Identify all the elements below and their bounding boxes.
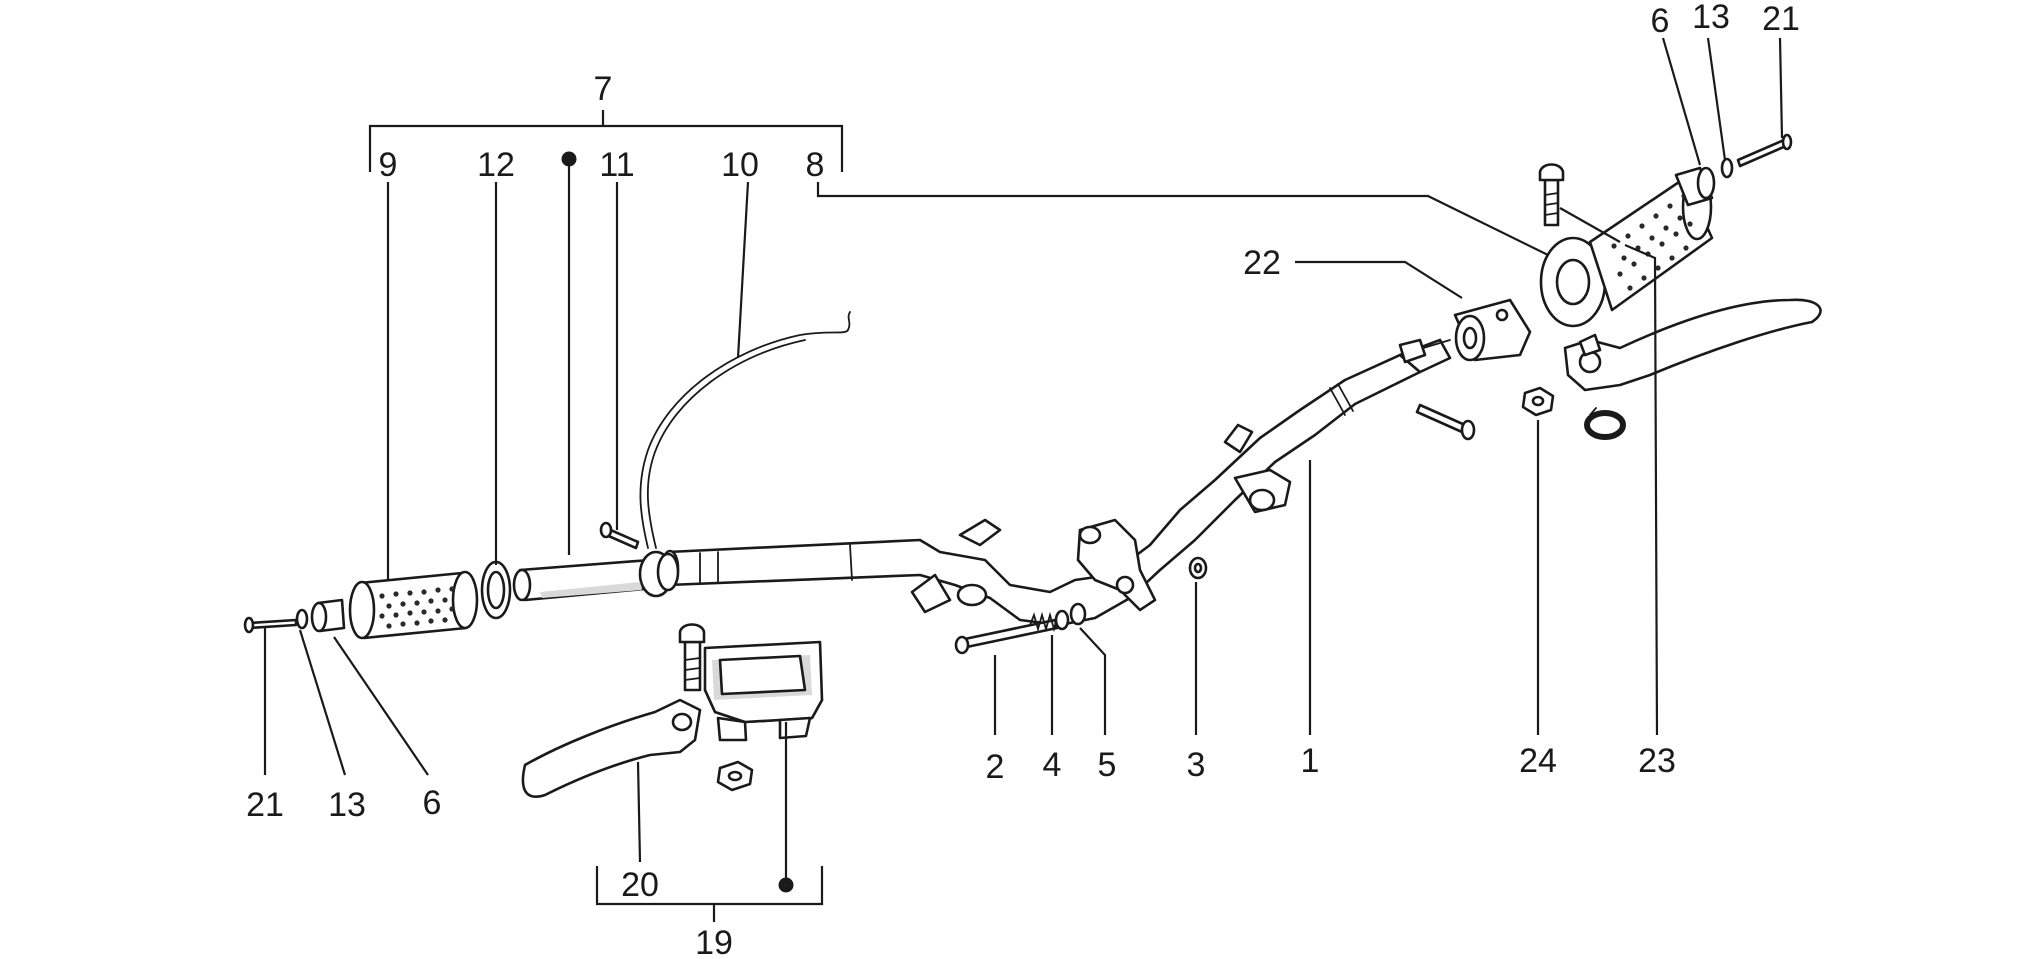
callout-13-left: 13 bbox=[328, 786, 366, 824]
callout-21-right: 21 bbox=[1762, 0, 1800, 38]
handlebar-tube bbox=[660, 338, 1452, 627]
nut-24 bbox=[1521, 386, 1555, 417]
right-bar-end bbox=[1674, 166, 1716, 207]
left-bar-end bbox=[310, 598, 346, 633]
callouts: 7 9 12 11 10 8 6 13 21 22 23 24 1 3 5 4 … bbox=[246, 0, 1800, 959]
callout-5: 5 bbox=[1098, 746, 1117, 784]
callout-1: 1 bbox=[1301, 742, 1320, 780]
lever-bolt-left bbox=[678, 623, 706, 692]
callout-23: 23 bbox=[1638, 742, 1676, 780]
callout-3: 3 bbox=[1187, 746, 1206, 784]
left-grip bbox=[348, 570, 479, 640]
clip-5 bbox=[1069, 602, 1087, 626]
screw-11 bbox=[599, 521, 640, 550]
group-bracket-19 bbox=[595, 866, 824, 922]
callout-2: 2 bbox=[986, 748, 1005, 786]
bolt-2 bbox=[954, 618, 1059, 655]
brake-lever-left bbox=[521, 698, 702, 798]
callout-19: 19 bbox=[695, 924, 733, 959]
callout-20: 20 bbox=[621, 866, 659, 904]
lever-nut-left bbox=[716, 760, 754, 792]
callout-12: 12 bbox=[477, 146, 515, 184]
callout-4: 4 bbox=[1043, 746, 1062, 784]
right-screw-21 bbox=[1736, 133, 1793, 168]
dot-marker-top bbox=[561, 151, 577, 167]
callout-11: 11 bbox=[599, 146, 634, 184]
throttle-tube bbox=[512, 550, 680, 602]
lever-spring bbox=[1584, 407, 1626, 440]
washer-12 bbox=[480, 560, 512, 620]
brake-lever-right bbox=[1563, 298, 1822, 392]
left-screw-21 bbox=[243, 616, 298, 634]
left-washer-13 bbox=[295, 608, 309, 630]
grip-screw bbox=[1538, 163, 1565, 227]
throttle-cable bbox=[639, 311, 851, 549]
callout-13-right: 13 bbox=[1692, 0, 1730, 36]
callout-8: 8 bbox=[806, 146, 825, 184]
washer-4 bbox=[1054, 609, 1070, 631]
callout-10: 10 bbox=[721, 146, 759, 184]
callout-6-right: 6 bbox=[1651, 2, 1670, 40]
right-washer-13 bbox=[1720, 157, 1734, 179]
callout-24: 24 bbox=[1519, 742, 1557, 780]
leader-lines bbox=[263, 37, 1784, 878]
brake-master-cylinder bbox=[703, 640, 824, 742]
callout-22: 22 bbox=[1243, 244, 1281, 282]
callout-6-left: 6 bbox=[423, 784, 442, 822]
switch-clamp-22 bbox=[1398, 298, 1532, 364]
callout-21-left: 21 bbox=[246, 786, 284, 824]
group-bracket-7 bbox=[368, 110, 844, 172]
clamp-bolt bbox=[1415, 403, 1476, 441]
spring bbox=[1029, 611, 1059, 633]
dot-marker-bottom bbox=[778, 877, 794, 893]
dot-markers bbox=[561, 151, 794, 893]
callout-9: 9 bbox=[379, 146, 398, 184]
callout-7: 7 bbox=[594, 70, 613, 108]
washer-3 bbox=[1188, 556, 1208, 580]
